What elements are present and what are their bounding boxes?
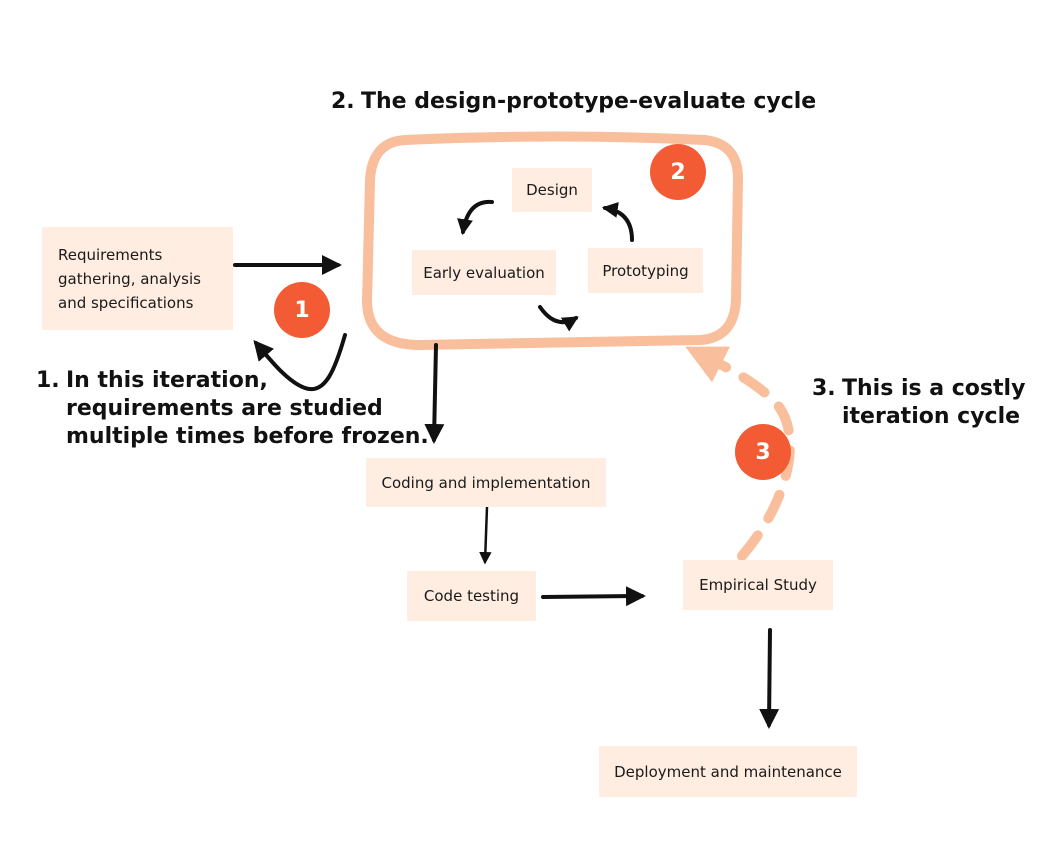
node-prototyping: Prototyping [588, 248, 703, 293]
arrow-cycle-to-coding [424, 343, 445, 444]
annotation-1-text: In this iteration, requirements are stud… [66, 368, 429, 449]
annotation-2-text: The design-prototype-evaluate cycle [361, 89, 817, 114]
design-cycle-outline [362, 131, 743, 350]
badge-3: 3 [735, 424, 791, 480]
node-empirical-study-label: Empirical Study [699, 576, 817, 594]
node-deployment: Deployment and maintenance [599, 746, 857, 797]
node-code-testing: Code testing [407, 571, 536, 621]
node-coding-label: Coding and implementation [381, 473, 591, 492]
arrow-iteration-1-loop [253, 333, 347, 392]
annotation-2: 2. The design-prototype-evaluate cycle [331, 88, 816, 116]
node-coding: Coding and implementation [366, 458, 606, 507]
node-design: Design [512, 168, 592, 212]
node-code-testing-label: Code testing [423, 587, 520, 605]
annotation-3: 3. This is a costly iteration cycle [812, 375, 1025, 431]
badge-1: 1 [274, 282, 330, 338]
arrow-costly-iteration [685, 346, 795, 561]
annotation-1: 1. In this iteration, requirements are s… [36, 367, 429, 451]
node-prototyping-label: Prototyping [602, 261, 689, 280]
node-empirical-study: Empirical Study [683, 560, 833, 610]
annotation-3-text: This is a costly iteration cycle [842, 376, 1026, 429]
arrow-coding-to-testing [479, 505, 492, 565]
annotation-3-number: 3. [812, 376, 836, 401]
node-design-label: Design [526, 181, 578, 199]
arrow-design-to-evaluation [457, 199, 494, 236]
arrow-evaluation-to-prototyping [538, 305, 579, 332]
node-deployment-label: Deployment and maintenance [614, 762, 842, 781]
node-requirements: Requirements gathering, analysis and spe… [42, 227, 233, 330]
node-early-evaluation-label: Early evaluation [423, 263, 545, 282]
node-early-evaluation: Early evaluation [412, 250, 556, 295]
arrow-testing-to-empirical [541, 586, 646, 607]
annotation-2-number: 2. [331, 89, 355, 114]
node-requirements-label: Requirements gathering, analysis and spe… [58, 245, 201, 312]
badge-2: 2 [650, 144, 706, 200]
arrow-empirical-to-deployment [759, 628, 780, 729]
annotation-1-number: 1. [36, 368, 60, 393]
arrow-prototyping-to-design [601, 201, 634, 242]
